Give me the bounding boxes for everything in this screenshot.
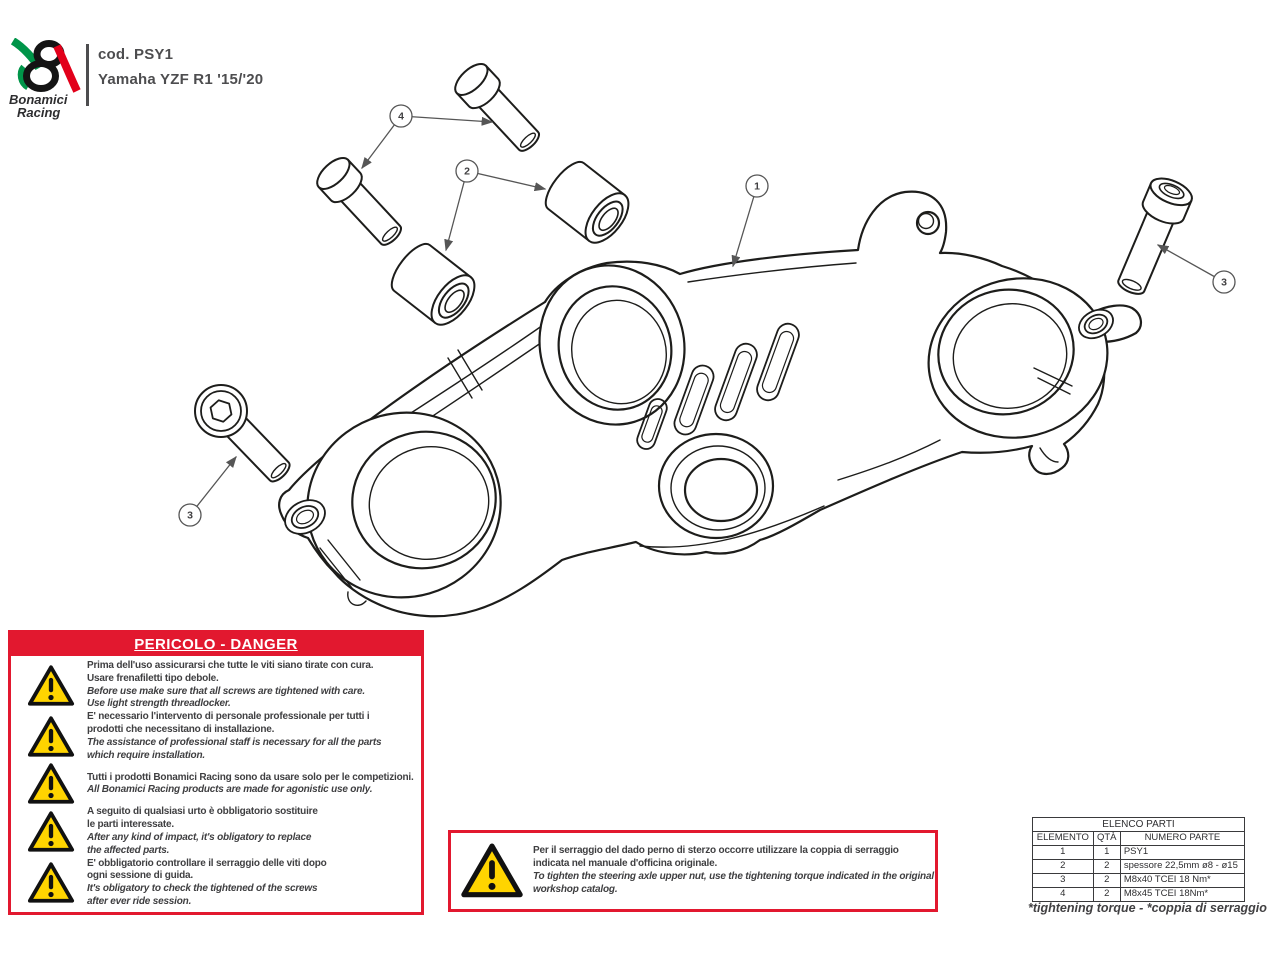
warning-triangle-icon bbox=[15, 810, 87, 854]
warning-triangle-icon bbox=[451, 842, 533, 900]
bolt-m8x40-right bbox=[1117, 177, 1193, 295]
table-row: 2 2 spessore 22,5mm ø8 - ø15 bbox=[1032, 859, 1246, 874]
table-footnote: *tightening torque - *coppia di serraggi… bbox=[1028, 901, 1267, 915]
table-row: 1 1 PSY1 bbox=[1032, 845, 1246, 860]
warning-text-it: Tutti i prodotti Bonamici Racing sono da… bbox=[87, 771, 414, 783]
spacer-lower bbox=[390, 242, 476, 326]
warning-triangle-icon bbox=[15, 861, 87, 905]
cell-elemento: 3 bbox=[1032, 873, 1094, 888]
danger-item: Tutti i prodotti Bonamici Racing sono da… bbox=[15, 762, 415, 806]
svg-text:4: 4 bbox=[398, 111, 404, 123]
logo-eight-bottom-loop bbox=[23, 60, 59, 92]
bolt-m8x40-left bbox=[194, 384, 291, 483]
cell-qta: 2 bbox=[1092, 887, 1121, 902]
svg-text:2: 2 bbox=[464, 166, 470, 178]
bolt-m8x45-left bbox=[316, 156, 402, 246]
triple-clamp-body bbox=[278, 190, 1142, 618]
cell-part-number: M8x45 TCEI 18Nm* bbox=[1119, 887, 1246, 902]
callout-balloon-1: 1 bbox=[745, 174, 769, 198]
callout-balloon-3-left: 3 bbox=[178, 503, 202, 527]
lightening-slots bbox=[636, 322, 800, 450]
bike-model: Yamaha YZF R1 '15/'20 bbox=[98, 71, 264, 88]
col-header-qta: QTÀ bbox=[1092, 831, 1121, 846]
svg-text:1: 1 bbox=[754, 181, 760, 193]
table-row: 3 2 M8x40 TCEI 18 Nm* bbox=[1032, 873, 1246, 888]
cell-elemento: 1 bbox=[1032, 845, 1094, 860]
warning-triangle-icon bbox=[15, 715, 87, 759]
callout-balloon-2: 2 bbox=[455, 159, 479, 183]
callout-balloon-4: 4 bbox=[389, 104, 413, 128]
torque-note-it: Per il serraggio del dado perno di sterz… bbox=[533, 845, 899, 870]
warning-text-it: Prima dell'uso assicurarsi che tutte le … bbox=[87, 660, 374, 684]
col-header-numero-parte: NUMERO PARTE bbox=[1119, 831, 1246, 846]
danger-item: E' obbligatorio controllare il serraggio… bbox=[15, 858, 415, 909]
header-divider bbox=[86, 44, 89, 106]
svg-text:3: 3 bbox=[1221, 277, 1227, 289]
danger-warning-box: PERICOLO - DANGER Prima dell'uso assicur… bbox=[8, 630, 424, 915]
warning-text-en: The assistance of professional staff is … bbox=[87, 736, 382, 761]
danger-item: Prima dell'uso assicurarsi che tutte le … bbox=[15, 660, 415, 711]
cell-part-number: spessore 22,5mm ø8 - ø15 bbox=[1119, 859, 1246, 874]
right-pinch-bolt-ear bbox=[1033, 308, 1114, 463]
warning-text-it: E' necessario l'intervento di personale … bbox=[87, 711, 370, 735]
logo-green-arc bbox=[17, 64, 31, 91]
logo-brand-line2: Racing bbox=[17, 105, 60, 120]
danger-item: E' necessario l'intervento di personale … bbox=[15, 711, 415, 762]
cell-qta: 2 bbox=[1092, 873, 1121, 888]
svg-text:3: 3 bbox=[187, 510, 193, 522]
col-header-elemento: ELEMENTO bbox=[1032, 831, 1094, 846]
logo-red-stroke bbox=[53, 44, 81, 93]
warning-text-it: A seguito di qualsiasi urto è obbligator… bbox=[87, 806, 318, 831]
danger-box-title: PERICOLO - DANGER bbox=[11, 633, 421, 656]
warning-text-en: Before use make sure that all screws are… bbox=[87, 685, 365, 710]
warning-text-en: All Bonamici Racing products are made fo… bbox=[87, 784, 373, 796]
center-key-hole bbox=[657, 432, 775, 540]
spacer-right bbox=[544, 160, 630, 244]
table-title-row: ELENCO PARTI bbox=[1032, 817, 1245, 832]
cell-qta: 1 bbox=[1092, 845, 1121, 860]
warning-text-en: It's obligatory to check the tightened o… bbox=[87, 883, 318, 907]
cell-part-number: PSY1 bbox=[1119, 845, 1246, 860]
cell-part-number: M8x40 TCEI 18 Nm* bbox=[1119, 873, 1246, 888]
danger-item: A seguito di qualsiasi urto è obbligator… bbox=[15, 806, 415, 857]
leader-lines bbox=[189, 115, 1225, 516]
parts-list-table: ELENCO PARTI ELEMENTO QTÀ NUMERO PARTE 1… bbox=[1032, 817, 1246, 902]
right-fork-clamp-ring bbox=[927, 277, 1109, 439]
left-fork-clamp-ring bbox=[306, 411, 502, 599]
bolt-m8x45-top bbox=[454, 62, 540, 152]
cell-qta: 2 bbox=[1092, 859, 1121, 874]
steering-stem-ring bbox=[538, 264, 686, 426]
callout-balloons: 1 2 3 3 4 bbox=[178, 104, 1236, 527]
table-header-row: ELEMENTO QTÀ NUMERO PARTE bbox=[1032, 831, 1246, 846]
table-row: 4 2 M8x45 TCEI 18Nm* bbox=[1032, 887, 1246, 902]
warning-triangle-icon bbox=[15, 762, 87, 806]
bonamici-racing-logo: Bonamici Racing bbox=[9, 38, 81, 120]
torque-note-en: To tighten the steering axle upper nut, … bbox=[533, 871, 934, 895]
cell-elemento: 4 bbox=[1032, 887, 1094, 902]
steering-torque-note-box: Per il serraggio del dado perno di sterz… bbox=[448, 830, 938, 912]
left-pinch-bolt-ear bbox=[284, 499, 367, 606]
warning-triangle-icon bbox=[15, 664, 87, 708]
warning-text-it: E' obbligatorio controllare il serraggio… bbox=[87, 857, 327, 882]
product-code: cod. PSY1 bbox=[98, 46, 174, 63]
top-bracket-hole bbox=[915, 210, 941, 236]
cell-elemento: 2 bbox=[1032, 859, 1094, 874]
callout-balloon-3-right: 3 bbox=[1212, 270, 1236, 294]
logo-brand-line1: Bonamici bbox=[9, 92, 68, 107]
danger-items: Prima dell'uso assicurarsi che tutte le … bbox=[11, 656, 421, 913]
warning-text-en: After any kind of impact, it's obligator… bbox=[87, 831, 312, 856]
table-title: ELENCO PARTI bbox=[1032, 817, 1245, 832]
